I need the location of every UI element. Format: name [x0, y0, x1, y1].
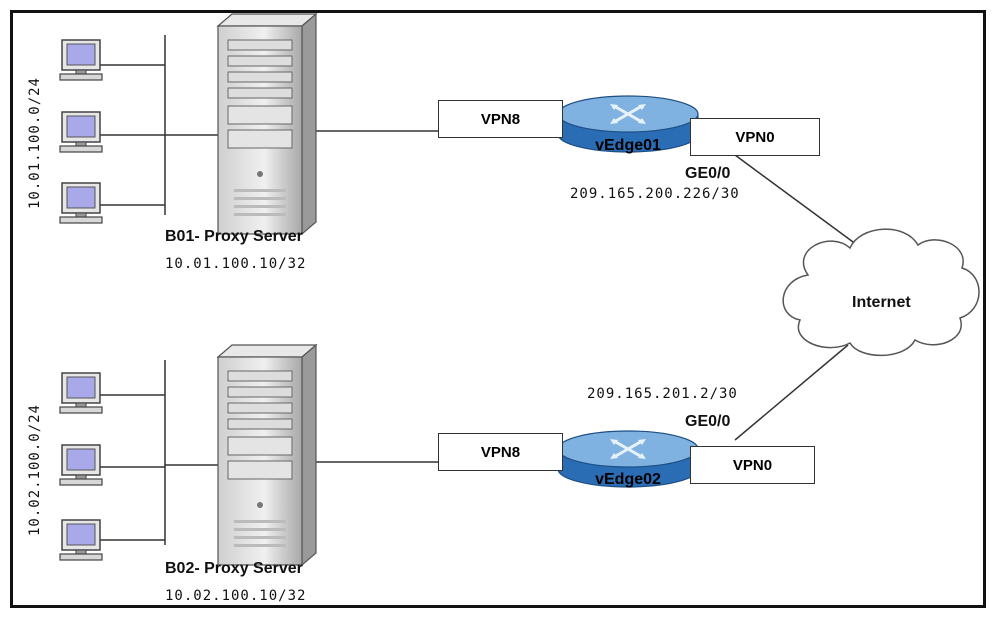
- site1-workstation-icon: [59, 182, 103, 224]
- site1-wan-ip-label: 209.165.200.226/30: [570, 186, 740, 202]
- vedge02-label: vEdge02: [595, 471, 661, 488]
- site2-workstation-icon: [59, 444, 103, 486]
- internet-cloud-icon: [782, 228, 980, 357]
- site1-service-vpn-box: VPN8: [438, 100, 563, 138]
- internet-label: Internet: [852, 294, 911, 311]
- b02-server-name: B02- Proxy Server: [165, 560, 303, 577]
- site1-transport-vpn-box: VPN0: [690, 118, 820, 156]
- site1-interface-label: GE0/0: [685, 165, 731, 182]
- site2-transport-vpn-box: VPN0: [690, 446, 815, 484]
- site2-transport-vpn-label: VPN0: [732, 456, 773, 474]
- site2-wan-ip-label: 209.165.201.2/30: [587, 386, 738, 402]
- vedge01-label: vEdge01: [595, 137, 661, 154]
- site1-transport-vpn-label: VPN0: [735, 128, 775, 146]
- b01-server-ip: 10.01.100.10/32: [165, 256, 307, 272]
- site2-service-vpn-label: VPN8: [480, 443, 521, 461]
- b01-server-icon: [217, 13, 317, 235]
- site2-subnet-label: 10.02.100.0/24: [27, 404, 43, 537]
- site2-interface-label: GE0/0: [685, 413, 731, 430]
- site2-wan-link: [734, 344, 849, 441]
- site1-workstation-icon: [59, 39, 103, 81]
- site1-wan-link: [734, 154, 869, 254]
- site1-workstation-icon: [59, 111, 103, 153]
- b02-server-icon: [217, 344, 317, 566]
- site1-service-vpn-label: VPN8: [480, 110, 521, 128]
- site1-subnet-label: 10.01.100.0/24: [27, 77, 43, 210]
- site2-service-vpn-box: VPN8: [438, 433, 563, 471]
- site2-workstation-icon: [59, 372, 103, 414]
- site2-workstation-icon: [59, 519, 103, 561]
- b02-server-ip: 10.02.100.10/32: [165, 588, 307, 604]
- b01-server-name: B01- Proxy Server: [165, 228, 303, 245]
- diagram-frame: [10, 10, 986, 608]
